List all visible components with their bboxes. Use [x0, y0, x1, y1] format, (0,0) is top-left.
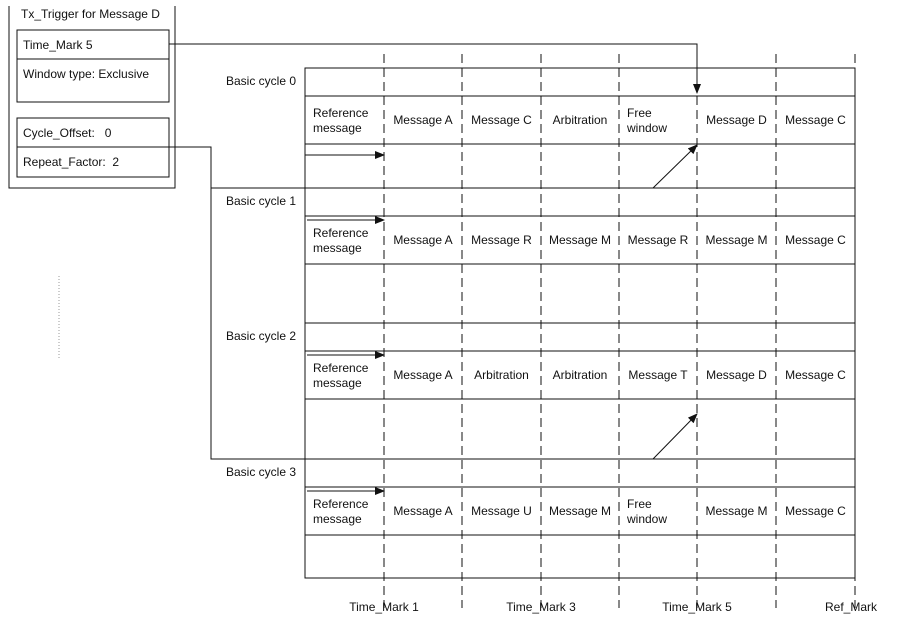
- slot-cell-line: message: [313, 121, 362, 135]
- slot-cell: Arbitration: [553, 368, 608, 382]
- cycle-label: Basic cycle 3: [226, 465, 296, 479]
- slot-cell-line: Reference: [313, 106, 369, 120]
- trigger-repeat-factor: Repeat_Factor: 2: [23, 155, 119, 169]
- slot-cell-line: Free: [627, 106, 652, 120]
- repeat-factor-connector: [169, 146, 305, 460]
- trigger-title: Tx_Trigger for Message D: [21, 7, 160, 21]
- slot-cell: Message C: [785, 368, 846, 382]
- slot-cell: Arbitration: [553, 113, 608, 127]
- axis-label: Time_Mark 3: [506, 600, 576, 614]
- slot-cell-line: Free: [627, 497, 652, 511]
- trigger-title-backing: [0, 0, 178, 6]
- axis-label: Ref_Mark: [825, 600, 878, 614]
- slot-cell-line: message: [313, 376, 362, 390]
- slot-cell: Message D: [706, 368, 767, 382]
- trigger-arrow: [652, 144, 698, 189]
- slot-cell: Message U: [471, 504, 532, 518]
- trigger-timing-box: [16, 29, 170, 103]
- slot-cell: Message R: [471, 233, 532, 247]
- time-axis: Time_Mark 1 Time_Mark 3 Time_Mark 5 Ref_Mar…: [349, 600, 878, 614]
- slot-cell-line: Reference: [313, 226, 369, 240]
- slot-cell: Message R: [628, 233, 689, 247]
- cycle-label: Basic cycle 0: [226, 74, 296, 88]
- slot-cell: Message A: [393, 504, 452, 518]
- schedule-grid-lines: [304, 54, 856, 608]
- slot-cell: Message M: [705, 233, 767, 247]
- axis-label: Time_Mark 1: [349, 600, 419, 614]
- slot-cell: Message M: [549, 504, 611, 518]
- trigger-time-mark: Time_Mark 5: [23, 38, 93, 52]
- slot-cell-line: window: [626, 121, 667, 135]
- slot-cell: Message M: [705, 504, 767, 518]
- slot-cell-line: message: [313, 241, 362, 255]
- cycle-label: Basic cycle 2: [226, 329, 296, 343]
- slot-cell: Message A: [393, 368, 452, 382]
- trigger-cycle-offset: Cycle_Offset: 0: [23, 126, 112, 140]
- slot-cell: Message C: [785, 113, 846, 127]
- cycle-label: Basic cycle 1: [226, 194, 296, 208]
- tx-trigger-box: Tx_Trigger for Message D Time_Mark 5 Win…: [0, 0, 178, 189]
- slot-cell: Message C: [785, 504, 846, 518]
- slot-cell: Message D: [706, 113, 767, 127]
- slot-cell: Message A: [393, 233, 452, 247]
- slot-cell-line: Reference: [313, 361, 369, 375]
- slot-cell-line: Reference: [313, 497, 369, 511]
- trigger-arrow: [652, 413, 698, 460]
- slot-cell: Message T: [628, 368, 688, 382]
- slot-cell: Message C: [785, 233, 846, 247]
- slot-cell: Message M: [549, 233, 611, 247]
- slot-cell-line: window: [626, 512, 667, 526]
- axis-label: Time_Mark 5: [662, 600, 732, 614]
- slot-cell-line: message: [313, 512, 362, 526]
- trigger-window-type: Window type: Exclusive: [23, 67, 149, 81]
- slot-cell: Message A: [393, 113, 452, 127]
- slot-cell: Message C: [471, 113, 532, 127]
- slot-cell: Arbitration: [474, 368, 529, 382]
